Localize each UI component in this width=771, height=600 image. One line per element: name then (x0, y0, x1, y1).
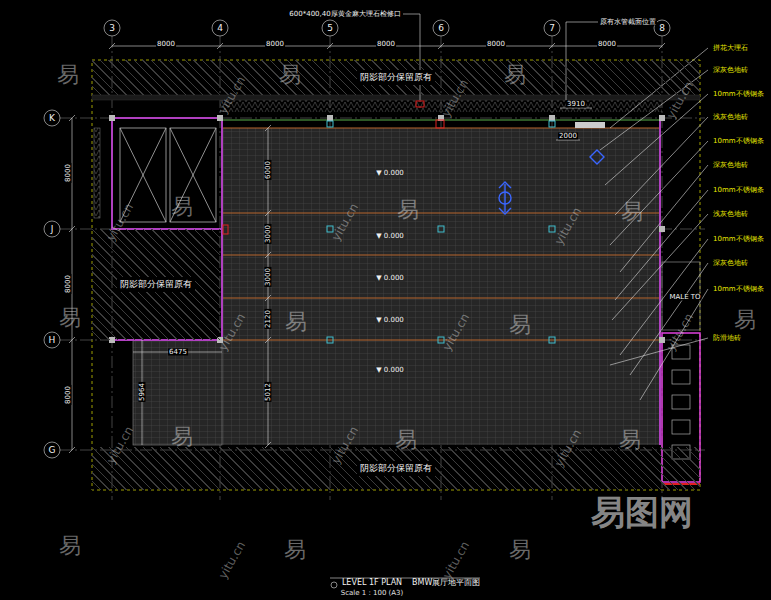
watermark: 易 (279, 64, 301, 86)
dimension-text: 原有水管截面位置 (599, 19, 657, 26)
dimension-text: 8000 (65, 385, 72, 405)
watermark: 易 (397, 199, 419, 221)
watermark: 易 (395, 429, 417, 451)
dimension-text: 6475 (168, 349, 188, 356)
watermark: 易 (171, 426, 193, 448)
dimension-text: MALE TO (668, 294, 701, 301)
grid-label: 6 (438, 24, 444, 33)
grid-label: G (49, 446, 56, 455)
watermark: 易 (619, 429, 641, 451)
dimension-text: 8000 (486, 41, 506, 48)
material-callout: 10mm不锈钢条 (712, 187, 765, 194)
watermark: 易 (59, 307, 81, 329)
level-mark: ▼ 0.000 (375, 367, 405, 374)
material-callout: 10mm不锈钢条 (712, 138, 765, 145)
watermark: 易 (171, 196, 193, 218)
grid-label: 7 (549, 24, 555, 33)
dimension-text: 8000 (65, 274, 72, 294)
material-callout: 10mm不锈钢条 (712, 91, 765, 98)
dimension-text: 2000 (558, 133, 578, 140)
scale-text: Scale 1 : 100 (A3) (340, 590, 405, 597)
dimension-text: 6000 (265, 160, 272, 180)
region-note: 阴影部分保留原有 (117, 277, 195, 292)
watermark-logo: 易图网 (591, 495, 693, 529)
dimension-text: 8000 (65, 163, 72, 183)
material-callout: 防滑地砖 (712, 335, 742, 342)
grid-label: J (51, 225, 54, 234)
region-note: 阴影部分保留原有 (357, 70, 435, 85)
title-block-text: LEVEL 1F PLAN (340, 579, 404, 587)
dimension-text: 600*400,40厚黄金麻大理石检修口 (288, 11, 401, 18)
level-mark: ▼ 0.000 (375, 317, 405, 324)
watermark: 易 (284, 539, 306, 561)
dimension-text: 3910 (566, 101, 586, 108)
level-mark: ▼ 0.000 (375, 275, 405, 282)
level-mark: ▼ 0.000 (375, 170, 405, 177)
material-callout: 浅灰色地砖 (712, 114, 749, 121)
watermark-url: yitu.cn (665, 311, 696, 352)
watermark: 易 (285, 311, 307, 333)
material-callout: 10mm不锈钢条 (712, 286, 765, 293)
watermark: 易 (509, 314, 531, 336)
dimension-text: 5012 (265, 382, 272, 402)
grid-label: H (49, 336, 56, 345)
watermark: 易 (734, 309, 756, 331)
dimension-text: 3000 (265, 267, 272, 287)
dimension-text: 8000 (597, 41, 617, 48)
drawing-title: BMW展厅地平面图 (410, 579, 482, 587)
watermark-url: yitu.cn (441, 539, 472, 580)
watermark: 易 (504, 64, 526, 86)
level-mark: ▼ 0.000 (375, 233, 405, 240)
shaded-region: 阴影部分保留原有 (92, 447, 700, 490)
dimension-text: 8000 (376, 41, 396, 48)
grid-label: 8 (659, 24, 665, 33)
dimension-text: 2120 (265, 309, 272, 329)
watermark-url: yitu.cn (217, 539, 248, 580)
dimension-text: 5964 (139, 382, 146, 402)
grid-label: 5 (327, 24, 333, 33)
material-callout: 深灰色地砖 (712, 67, 749, 74)
grid-label: 4 (217, 24, 223, 33)
shaded-region: 阴影部分保留原有 (92, 229, 220, 340)
watermark: 易 (509, 539, 531, 561)
region-note: 阴影部分保留原有 (357, 461, 435, 476)
watermark: 易 (59, 535, 81, 557)
grid-label: 3 (109, 24, 115, 33)
material-callout: 深灰色地砖 (712, 260, 749, 267)
material-callout: 拼花大理石 (712, 45, 749, 52)
dimension-text: 8000 (156, 41, 176, 48)
watermark: 易 (621, 201, 643, 223)
shaded-region: 阴影部分保留原有 (92, 60, 700, 95)
watermark: 易 (57, 64, 79, 86)
dimension-text: 3000 (265, 224, 272, 244)
material-callout: 深灰色地砖 (712, 162, 749, 169)
grid-label: K (49, 114, 55, 123)
material-callout: 10mm不锈钢条 (712, 236, 765, 243)
material-callout: 浅灰色地砖 (712, 211, 749, 218)
dimension-text: 8000 (265, 41, 285, 48)
